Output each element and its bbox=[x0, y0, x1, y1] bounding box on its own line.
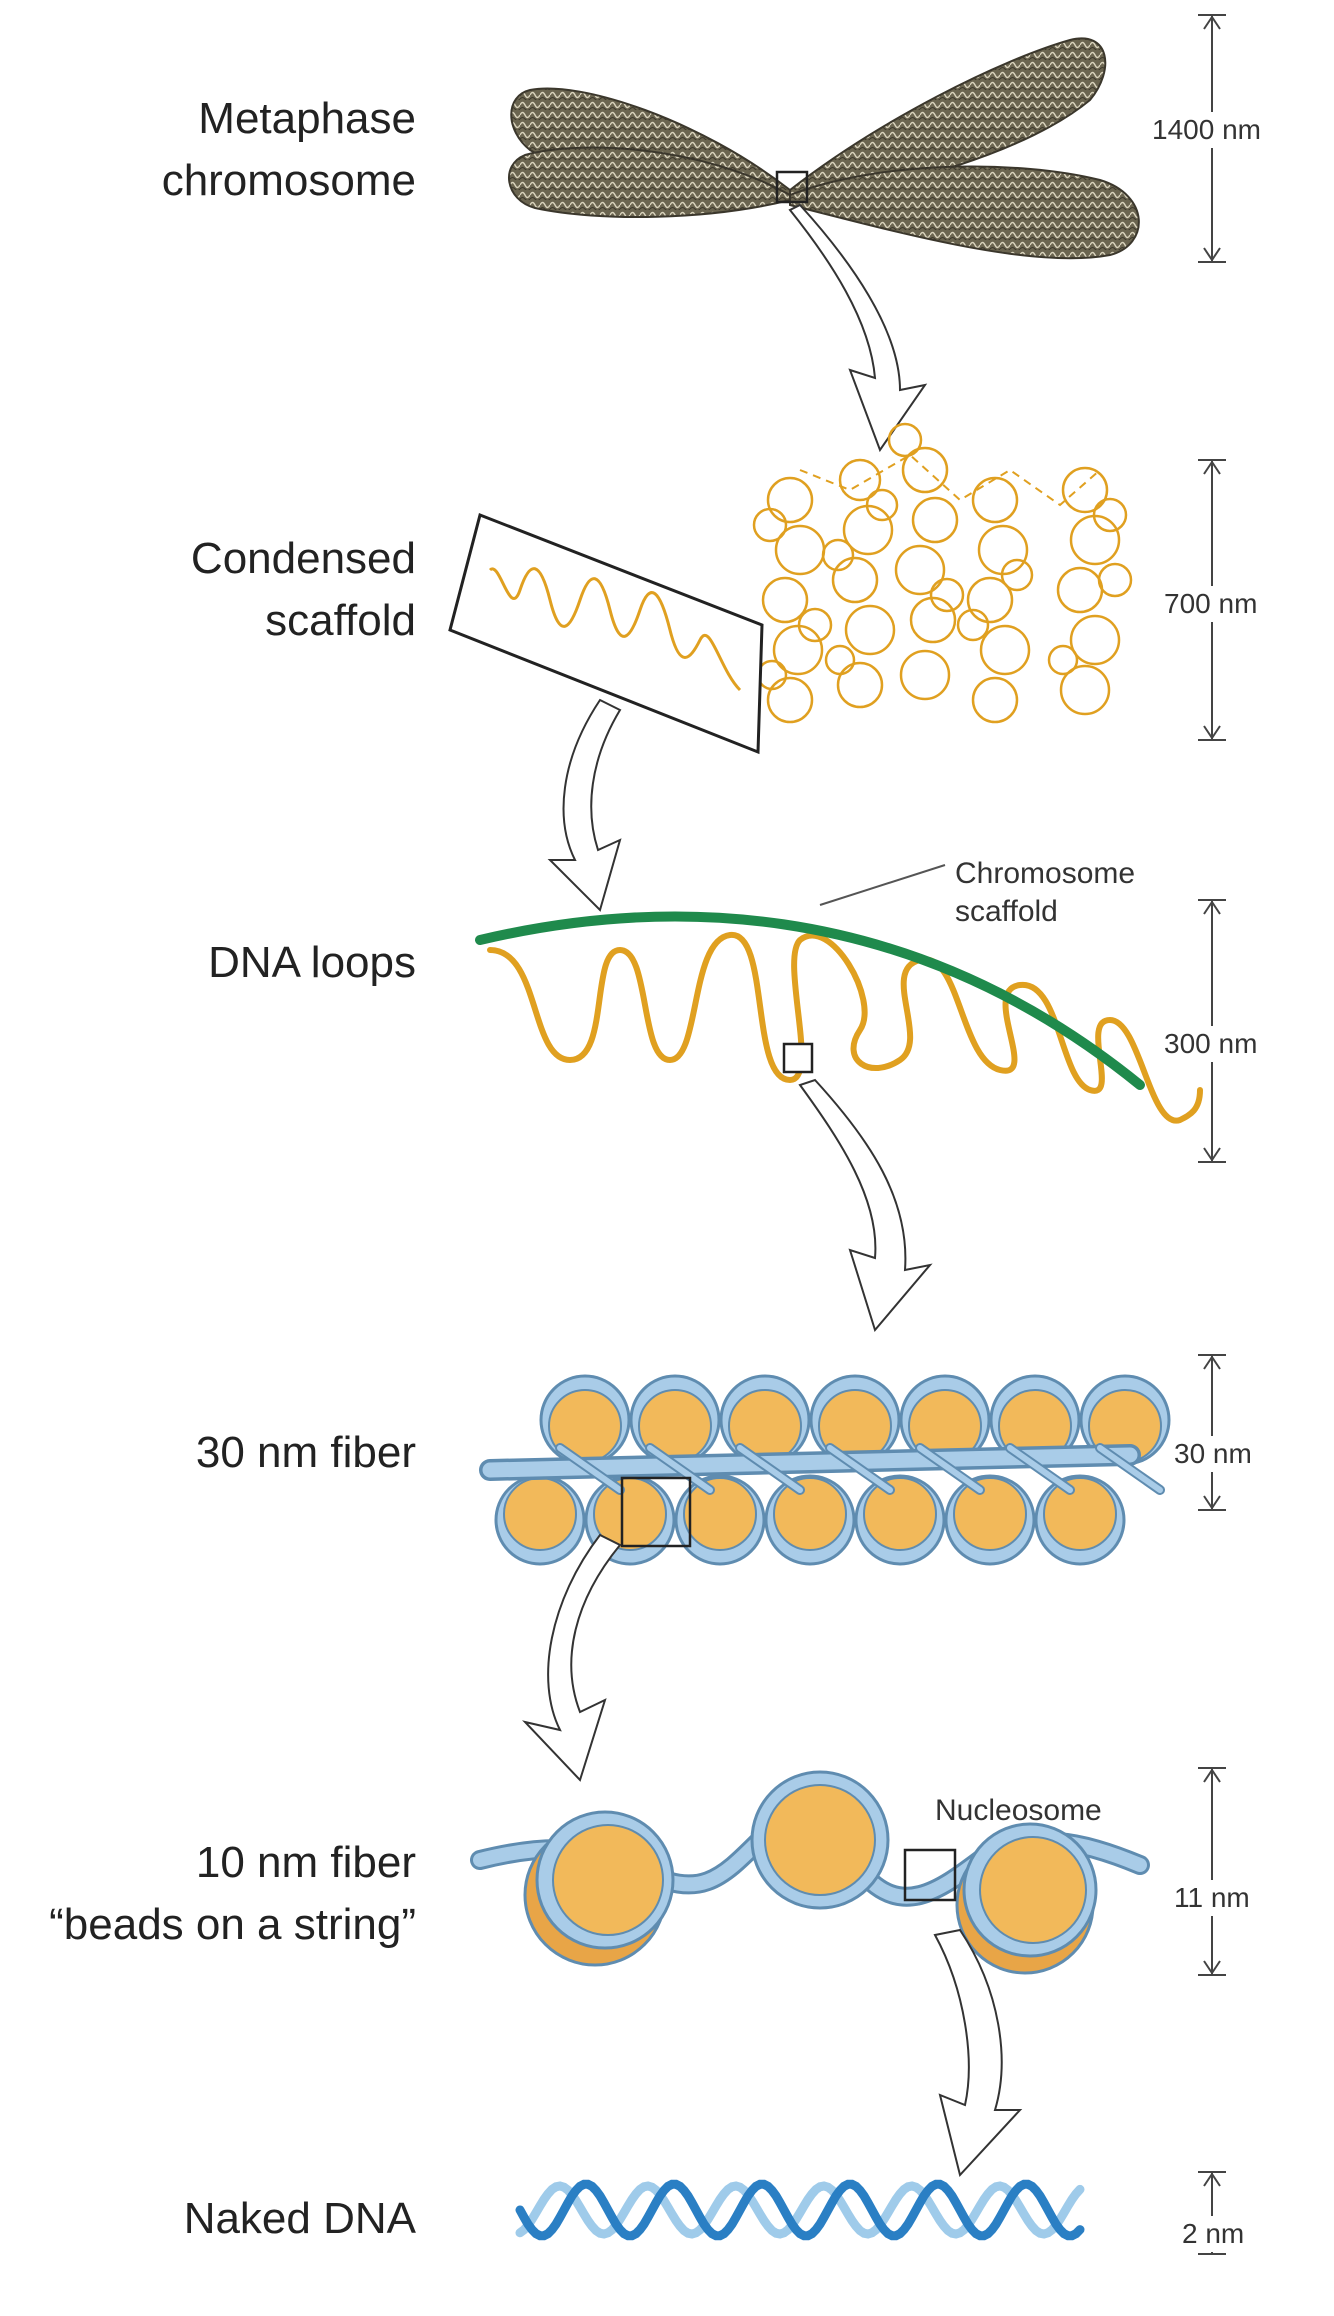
label-line: 30 nm fiber bbox=[195, 1428, 416, 1477]
callout-line: Chromosome bbox=[955, 857, 1136, 890]
zoom-box-chromosome bbox=[775, 170, 809, 204]
scaffold-dashed-link bbox=[799, 453, 1101, 507]
zoom-box-fiber bbox=[620, 1476, 692, 1548]
dna-strand-back bbox=[515, 2181, 1085, 2239]
naked-dna bbox=[515, 2179, 1085, 2241]
fiber-bead-top bbox=[629, 1374, 721, 1466]
fiber-bead-bottom bbox=[764, 1474, 856, 1566]
scale-bars bbox=[1198, 14, 1226, 2255]
fiber-bead-bottom bbox=[494, 1474, 586, 1566]
label-naked-dna: Naked DNA bbox=[184, 2188, 416, 2250]
chromosome-arm-lower-left bbox=[508, 146, 791, 219]
label-line: “beads on a string” bbox=[49, 1900, 416, 1949]
label-30nm-fiber: 30 nm fiber bbox=[196, 1422, 416, 1484]
label-line: 10 nm fiber bbox=[195, 1838, 416, 1887]
fiber-bead-top bbox=[989, 1374, 1081, 1466]
dna-loops bbox=[475, 864, 1203, 1124]
zoom-arrow-2 bbox=[547, 698, 622, 912]
label-line: chromosome bbox=[161, 156, 416, 205]
scaffold-loop-columns bbox=[752, 422, 1133, 724]
zoom-arrow-5 bbox=[933, 1928, 1023, 2178]
scaffold-callout-leader bbox=[819, 864, 946, 906]
nucleosome-2 bbox=[750, 1770, 890, 1910]
nucleosome-1 bbox=[523, 1810, 675, 1967]
scale-label-300nm: 300 nm bbox=[1160, 1026, 1262, 1062]
ten-nm-fiber bbox=[470, 1770, 1150, 1975]
scale-label-11nm: 11 nm bbox=[1170, 1880, 1254, 1916]
fiber-bead-bottom bbox=[944, 1474, 1036, 1566]
label-line: Metaphase bbox=[198, 94, 416, 143]
zoom-box-linker bbox=[903, 1848, 957, 1902]
condensed-scaffold bbox=[448, 422, 1133, 755]
thirty-nm-fiber bbox=[479, 1374, 1171, 1566]
chromosome-scaffold-line bbox=[475, 911, 1145, 1090]
dna-strand-front bbox=[515, 2179, 1085, 2241]
scale-label-30nm: 30 nm bbox=[1170, 1436, 1256, 1472]
scaffold-inset-loops bbox=[488, 567, 742, 692]
callout-line: scaffold bbox=[955, 895, 1058, 928]
callout-nucleosome: Nucleosome bbox=[935, 1794, 1102, 1827]
label-line: DNA loops bbox=[208, 938, 416, 987]
label-metaphase-chromosome: Metaphase chromosome bbox=[162, 88, 416, 212]
scale-label-1400nm: 1400 nm bbox=[1148, 112, 1265, 148]
fiber-bead-bottom bbox=[674, 1474, 766, 1566]
zoom-arrow-4 bbox=[521, 1533, 622, 1782]
fiber-bead-top bbox=[1079, 1374, 1171, 1466]
label-10nm-fiber: 10 nm fiber “beads on a string” bbox=[49, 1832, 416, 1956]
label-line: Naked DNA bbox=[183, 2194, 416, 2243]
dna-loop-strand bbox=[487, 932, 1203, 1124]
fiber-bead-top bbox=[539, 1374, 631, 1466]
scale-label-2nm: 2 nm bbox=[1178, 2216, 1249, 2252]
label-condensed-scaffold: Condensed scaffold bbox=[191, 528, 416, 652]
fiber-bead-top bbox=[719, 1374, 811, 1466]
nucleosome-3 bbox=[955, 1822, 1098, 1975]
callout-chromosome-scaffold: Chromosome scaffold bbox=[955, 855, 1135, 931]
zoom-arrow-1 bbox=[788, 203, 928, 453]
scale-label-700nm: 700 nm bbox=[1160, 586, 1262, 622]
fiber-bead-top bbox=[899, 1374, 991, 1466]
fiber-bead-bottom bbox=[854, 1474, 946, 1566]
chromosome-arm-lower-right bbox=[789, 165, 1140, 260]
zoom-arrow-3 bbox=[798, 1078, 933, 1333]
label-line: Condensed bbox=[190, 534, 416, 583]
fiber-bead-top bbox=[809, 1374, 901, 1466]
fiber-bead-bottom bbox=[1034, 1474, 1126, 1566]
label-dna-loops: DNA loops bbox=[208, 932, 416, 994]
scale-bar bbox=[1198, 1767, 1226, 1976]
label-line: scaffold bbox=[265, 596, 416, 645]
scale-bar bbox=[1198, 1354, 1226, 1511]
zoom-box-loops bbox=[782, 1042, 814, 1074]
metaphase-chromosome bbox=[508, 37, 1140, 260]
